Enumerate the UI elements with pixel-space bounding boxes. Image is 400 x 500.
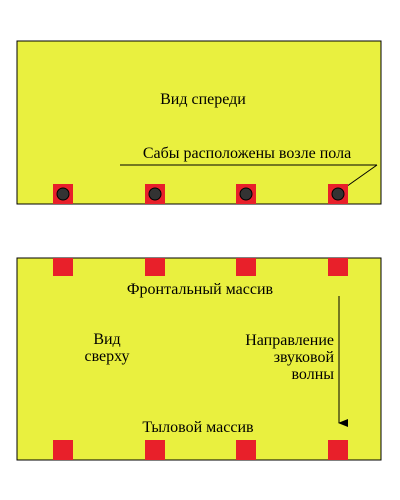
front-view-background: [16, 40, 382, 205]
front-subwoofer-row: [53, 184, 348, 204]
front-view-callout: Сабы расположены возле пола: [143, 145, 351, 162]
subwoofer-front-2: [145, 184, 165, 204]
subwoofer-top-rear-4: [328, 440, 348, 460]
subwoofer-top-front-4: [328, 258, 348, 276]
direction-label-line1: Направление: [245, 332, 334, 349]
front-array-row: [53, 258, 348, 276]
subwoofer-driver: [148, 187, 162, 201]
subwoofer-top-front-3: [236, 258, 256, 276]
subwoofer-front-3: [236, 184, 256, 204]
subwoofer-top-rear-3: [236, 440, 256, 460]
front-view-panel: Вид спереди Сабы расположены возле пола: [16, 40, 382, 205]
front-array-label: Фронтальный массив: [127, 281, 274, 298]
subwoofer-top-rear-1: [53, 440, 73, 460]
subwoofer-driver: [239, 187, 253, 201]
top-view-title-line1: Вид: [93, 331, 120, 348]
subwoofer-driver: [331, 187, 345, 201]
subwoofer-front-4: [328, 184, 348, 204]
top-view-background: [16, 257, 382, 461]
callout-leader-line: [342, 164, 378, 190]
rear-array-label: Тыловой массив: [142, 419, 254, 436]
direction-label-line2: звуковой: [274, 349, 335, 366]
subwoofer-top-front-2: [145, 258, 165, 276]
rear-array-row: [53, 440, 348, 460]
top-view-panel: Фронтальный массив Вид сверху Направлени…: [16, 257, 382, 461]
subwoofer-top-front-1: [53, 258, 73, 276]
subwoofer-front-1: [53, 184, 73, 204]
top-view-title-line2: сверху: [84, 348, 129, 365]
subwoofer-driver: [56, 187, 70, 201]
direction-label-line3: волны: [291, 366, 334, 383]
subwoofer-top-rear-2: [145, 440, 165, 460]
front-view-title: Вид спереди: [160, 91, 246, 108]
